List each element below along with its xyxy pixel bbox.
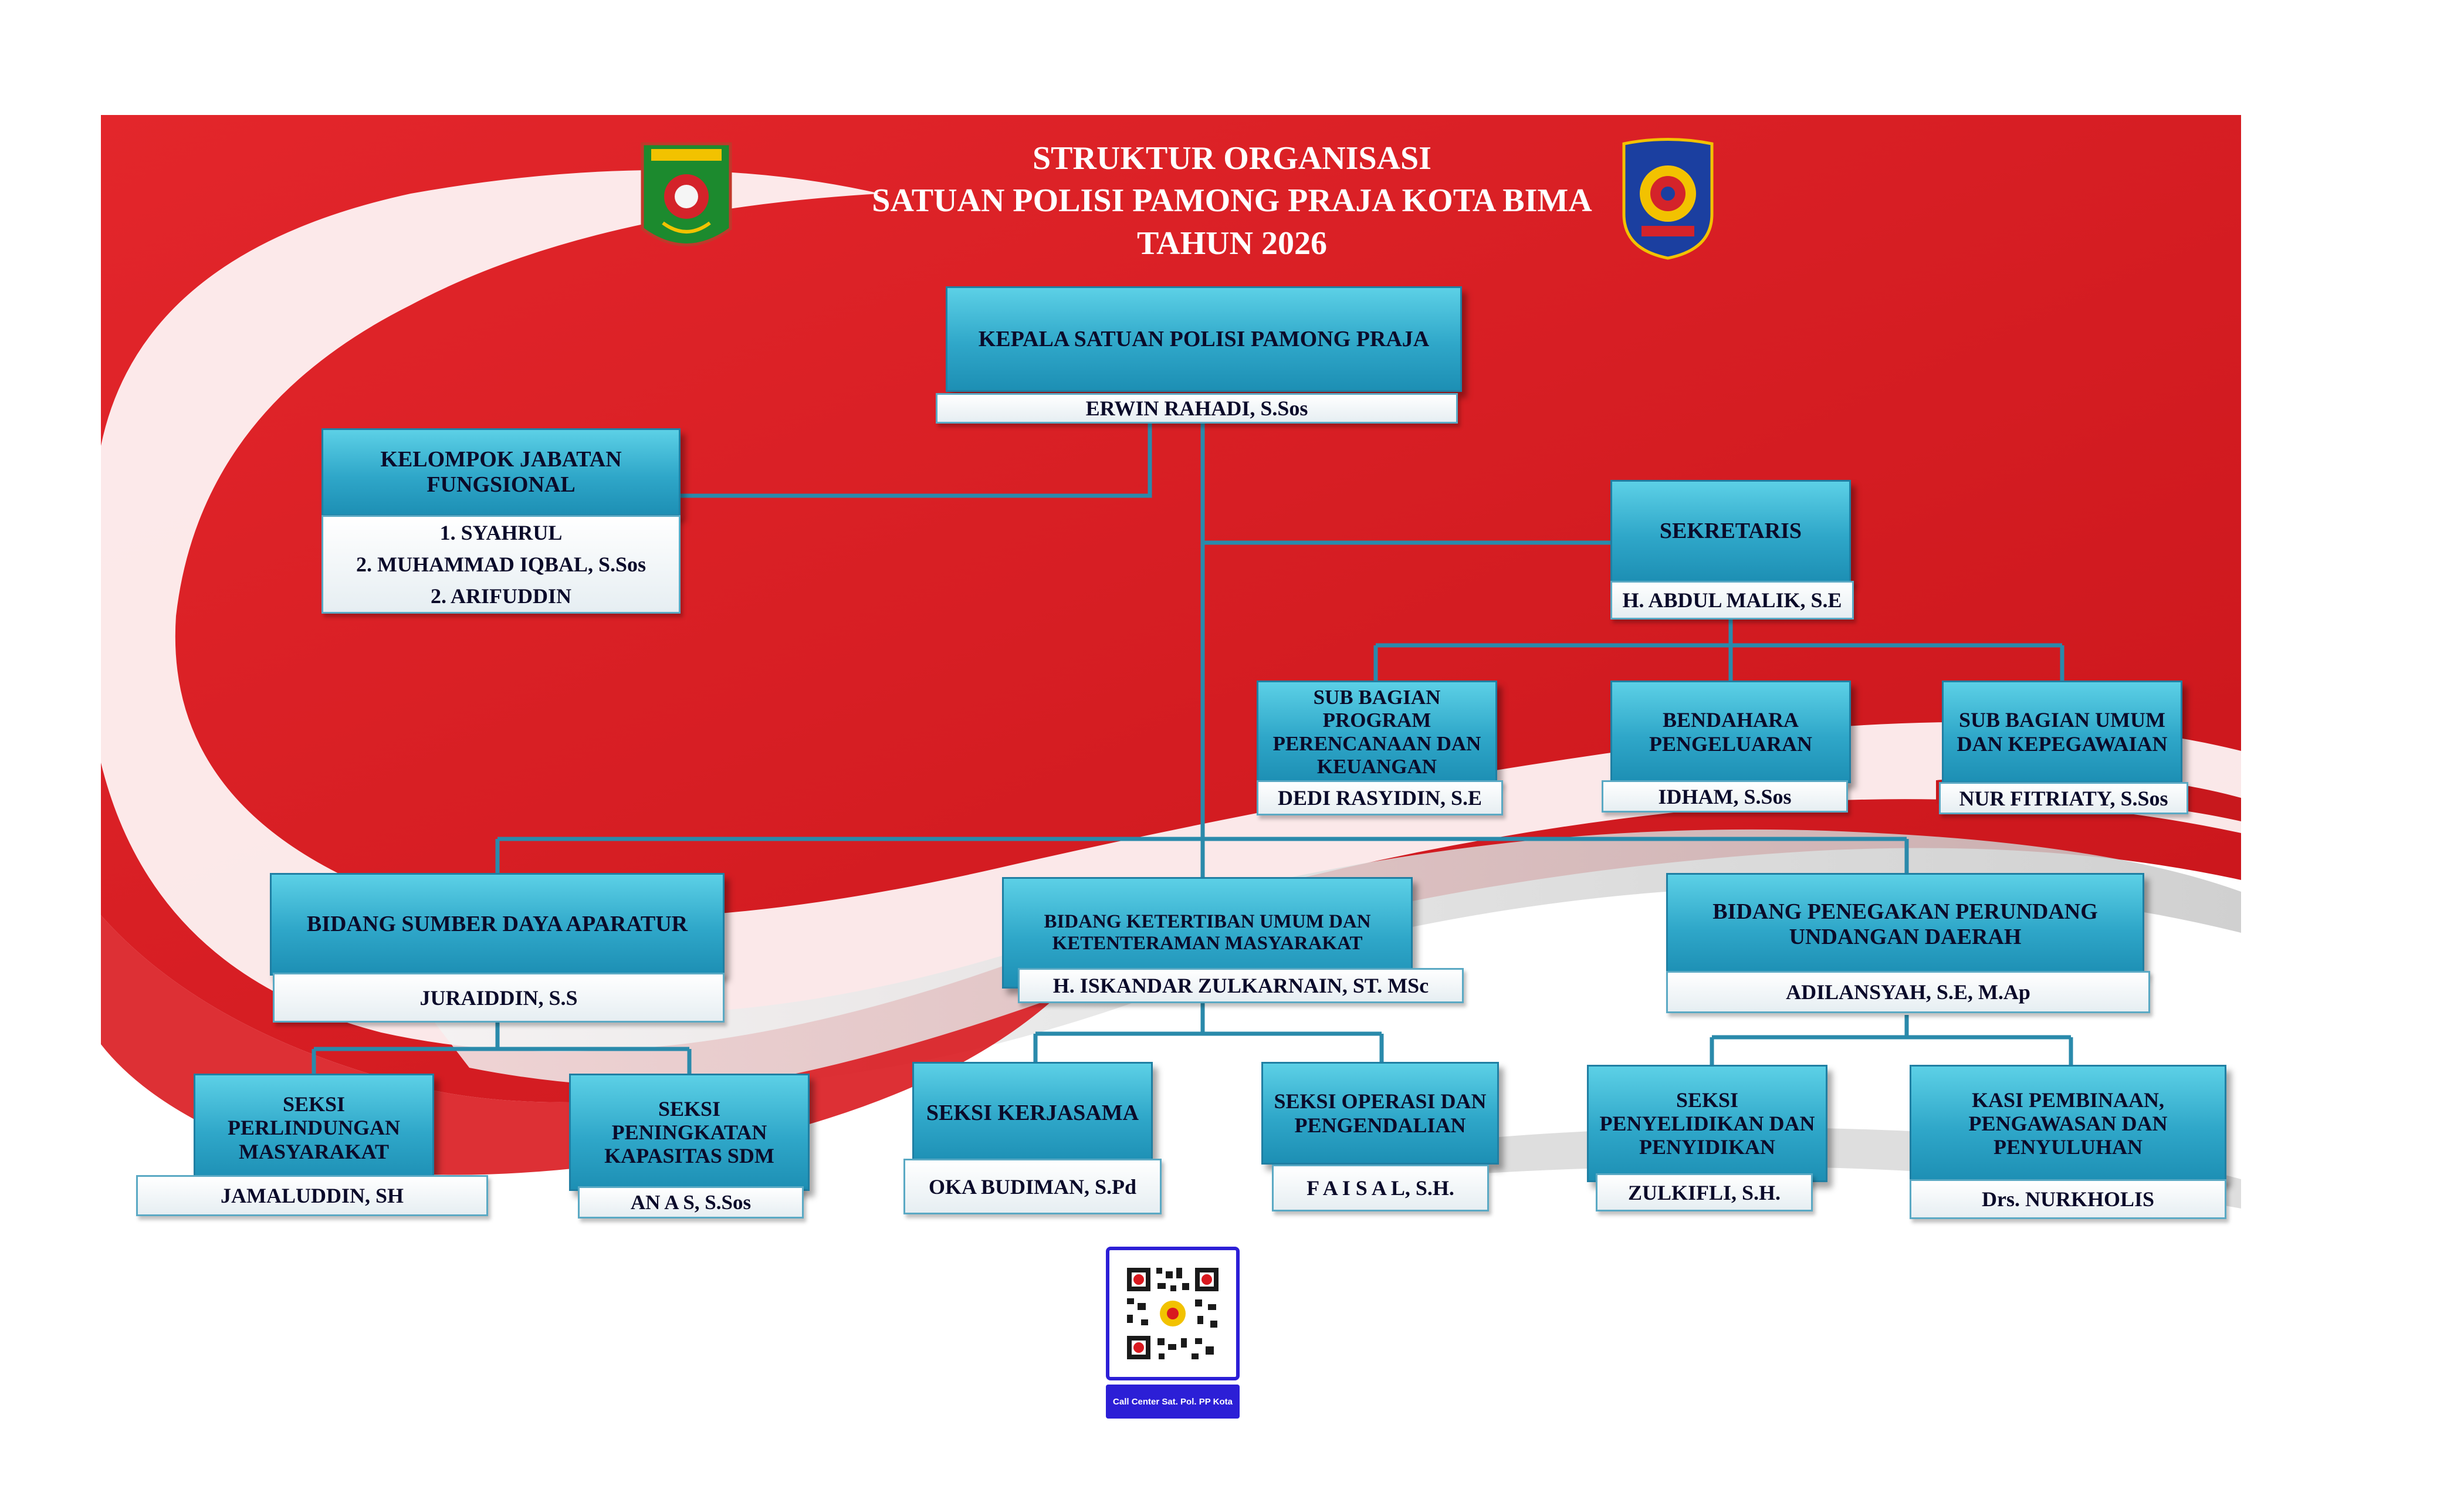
sekretaris-name: H. ABDUL MALIK, S.E [1610, 581, 1854, 620]
subbag-umum-title-box: SUB BAGIAN UMUM DAN KEPEGAWAIAN [1942, 681, 2182, 783]
title-line-1: STRUKTUR ORGANISASI [1033, 140, 1431, 177]
seksi-perlindungan-title-box: SEKSI PERLINDUNGAN MASYARAKAT [194, 1074, 434, 1182]
bidang-perda-title-box: BIDANG PENEGAKAN PERUNDANG UNDANGAN DAER… [1666, 873, 2144, 976]
fungsional-member-3: 2. ARIFUDDIN [430, 584, 571, 608]
seksi-operasi-name: F A I S A L, S.H. [1272, 1165, 1489, 1211]
bidang-trantib-name: H. ISKANDAR ZULKARNAIN, ST. MSc [1018, 968, 1464, 1003]
subbag-umum-name: NUR FITRIATY, S.Sos [1939, 782, 2188, 814]
sekretaris-title-box: SEKRETARIS [1610, 480, 1851, 583]
seksi-perlindungan-name: JAMALUDDIN, SH [136, 1175, 488, 1216]
fungsional-member-1: 1. SYAHRUL [439, 521, 563, 544]
bidang-sda-name: JURAIDDIN, S.S [273, 973, 725, 1023]
seksi-penyelidikan-title-box: SEKSI PENYELIDIKAN DAN PENYIDIKAN [1587, 1065, 1827, 1182]
fungsional-member-2: 2. MUHAMMAD IQBAL, S.Sos [356, 553, 646, 576]
bidang-sda-title-box: BIDANG SUMBER DAYA APARATUR [270, 873, 725, 976]
bidang-trantib-title-box: BIDANG KETERTIBAN UMUM DAN KETENTERAMAN … [1002, 877, 1413, 989]
title-line-3: TAHUN 2026 [1136, 225, 1328, 262]
seksi-sdm-name: AN A S, S.Sos [578, 1186, 804, 1219]
seksi-kerjasama-name: OKA BUDIMAN, S.Pd [903, 1159, 1162, 1214]
kasi-pembinaan-name: Drs. NURKHOLIS [1910, 1179, 2226, 1219]
subbag-program-name: DEDI RASYIDIN, S.E [1257, 780, 1503, 815]
seksi-sdm-title-box: SEKSI PENINGKATAN KAPASITAS SDM [569, 1074, 810, 1191]
subbag-program-title-box: SUB BAGIAN PROGRAM PERENCANAAN DAN KEUAN… [1257, 681, 1497, 783]
satpol-pp-logo [1618, 138, 1718, 261]
fungsional-member-list: 1. SYAHRUL 2. MUHAMMAD IQBAL, S.Sos 2. A… [321, 515, 681, 614]
kasi-pembinaan-title-box: KASI PEMBINAAN, PENGAWASAN DAN PENYULUHA… [1910, 1065, 2226, 1182]
bidang-perda-name: ADILANSYAH, S.E, M.Ap [1666, 971, 2150, 1013]
seksi-penyelidikan-name: ZULKIFLI, S.H. [1596, 1173, 1813, 1211]
kota-bima-logo [639, 141, 733, 264]
title-line-2: SATUAN POLISI PAMONG PRAJA KOTA BIMA [872, 182, 1592, 219]
fungsional-title-box: KELOMPOK JABATAN FUNGSIONAL [321, 428, 681, 516]
kepala-name: ERWIN RAHADI, S.Sos [936, 393, 1458, 424]
seksi-operasi-title-box: SEKSI OPERASI DAN PENGENDALIAN [1261, 1062, 1499, 1165]
seksi-kerjasama-title-box: SEKSI KERJASAMA [912, 1062, 1153, 1165]
kepala-title-box: KEPALA SATUAN POLISI PAMONG PRAJA [946, 286, 1462, 392]
qr-caption: Call Center Sat. Pol. PP Kota [1106, 1385, 1240, 1419]
bendahara-title-box: BENDAHARA PENGELUARAN [1610, 681, 1851, 783]
bendahara-name: IDHAM, S.Sos [1602, 780, 1848, 813]
qr-code[interactable] [1106, 1247, 1240, 1380]
